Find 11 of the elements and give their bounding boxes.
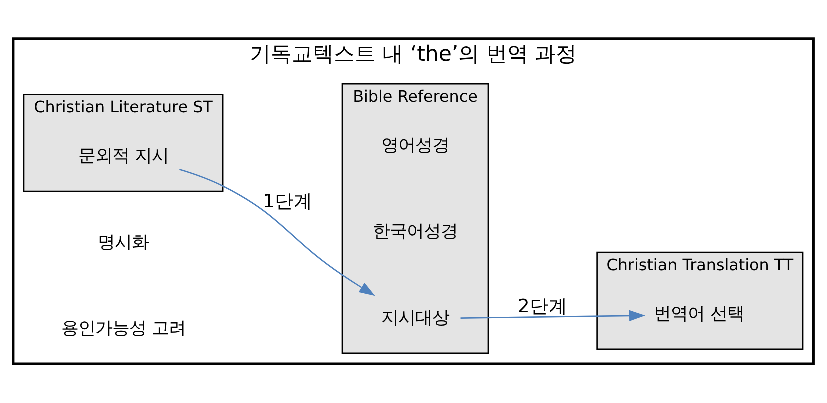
arrow	[460, 310, 646, 322]
edge-label: 1단계	[263, 192, 313, 213]
edge-label: 2단계	[518, 296, 568, 318]
arrow	[179, 169, 376, 296]
node-text: 문외적 지시	[78, 146, 169, 167]
node-text: 번역어 선택	[654, 304, 745, 324]
node-text: 지시대상	[381, 308, 450, 328]
label: 명시화	[98, 232, 150, 253]
label: 용인가능성 고려	[61, 319, 186, 340]
node-text: 영어성경	[381, 136, 450, 156]
node-text: 한국어성경	[372, 222, 458, 242]
